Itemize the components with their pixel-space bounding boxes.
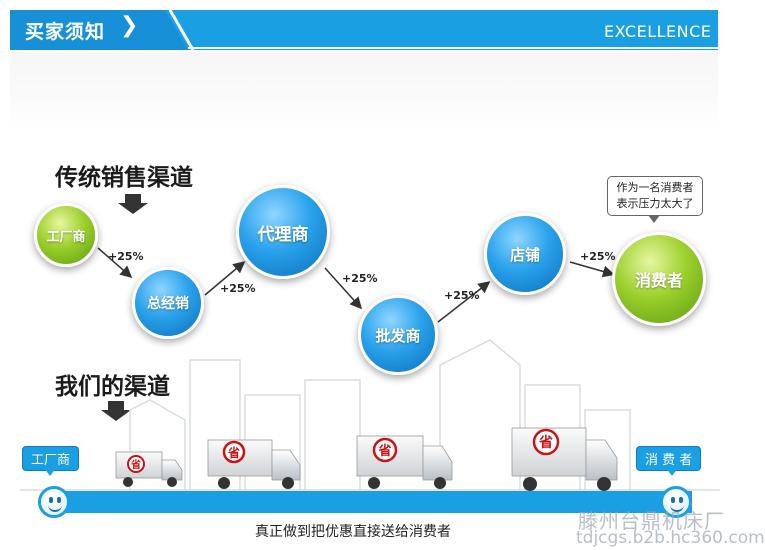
bubble-tail: [648, 215, 660, 223]
header-decoration: [10, 9, 718, 51]
truck: 省: [511, 427, 618, 491]
node-agent: 代理商: [236, 185, 330, 279]
slogan: 真正做到把优惠直接送给消费者: [255, 524, 451, 540]
truck-mark: 省: [377, 443, 391, 459]
markup-label: +25%: [220, 282, 256, 295]
watermark-company: 滕州台鼎机床厂: [578, 509, 725, 533]
ours-title: 我们的渠道: [55, 374, 170, 400]
bubble-line: 作为一名消费者: [616, 181, 694, 194]
header-shadow: [10, 52, 718, 134]
node-general-distributor: 总经销: [132, 267, 204, 339]
truck-mark: 省: [227, 445, 240, 460]
smiley-icon: [38, 486, 70, 518]
watermark-url: tdjcgs.b2b.hc360.com: [576, 528, 765, 548]
truck-mark: 省: [130, 458, 141, 471]
start-label: 工厂商: [22, 446, 80, 471]
header-right-label: EXCELLENCE: [604, 22, 712, 41]
smiley-icon: [660, 486, 692, 518]
bubble-line: 表示压力太大了: [616, 197, 694, 210]
truck: 省: [207, 439, 301, 489]
markup-label: +25%: [108, 250, 144, 263]
markup-label: +25%: [580, 250, 616, 263]
speech-bubble: 作为一名消费者 表示压力太大了: [607, 176, 703, 216]
chevron-right-icon: ❯: [120, 13, 139, 38]
end-label: 消 费 者: [636, 446, 702, 471]
traditional-title: 传统销售渠道: [55, 165, 193, 191]
channel-road: [52, 491, 692, 513]
markup-label: +25%: [444, 289, 480, 302]
truck: 省: [356, 435, 453, 489]
truck-mark: 省: [538, 434, 553, 451]
node-factory: 工厂商: [34, 203, 98, 267]
header-title: 买家须知: [25, 21, 106, 43]
truck: 省: [115, 451, 183, 487]
node-wholesaler: 批发商: [358, 295, 438, 375]
node-consumer: 消费者: [612, 232, 706, 326]
node-store: 店铺: [484, 213, 566, 295]
markup-label: +25%: [342, 272, 378, 285]
